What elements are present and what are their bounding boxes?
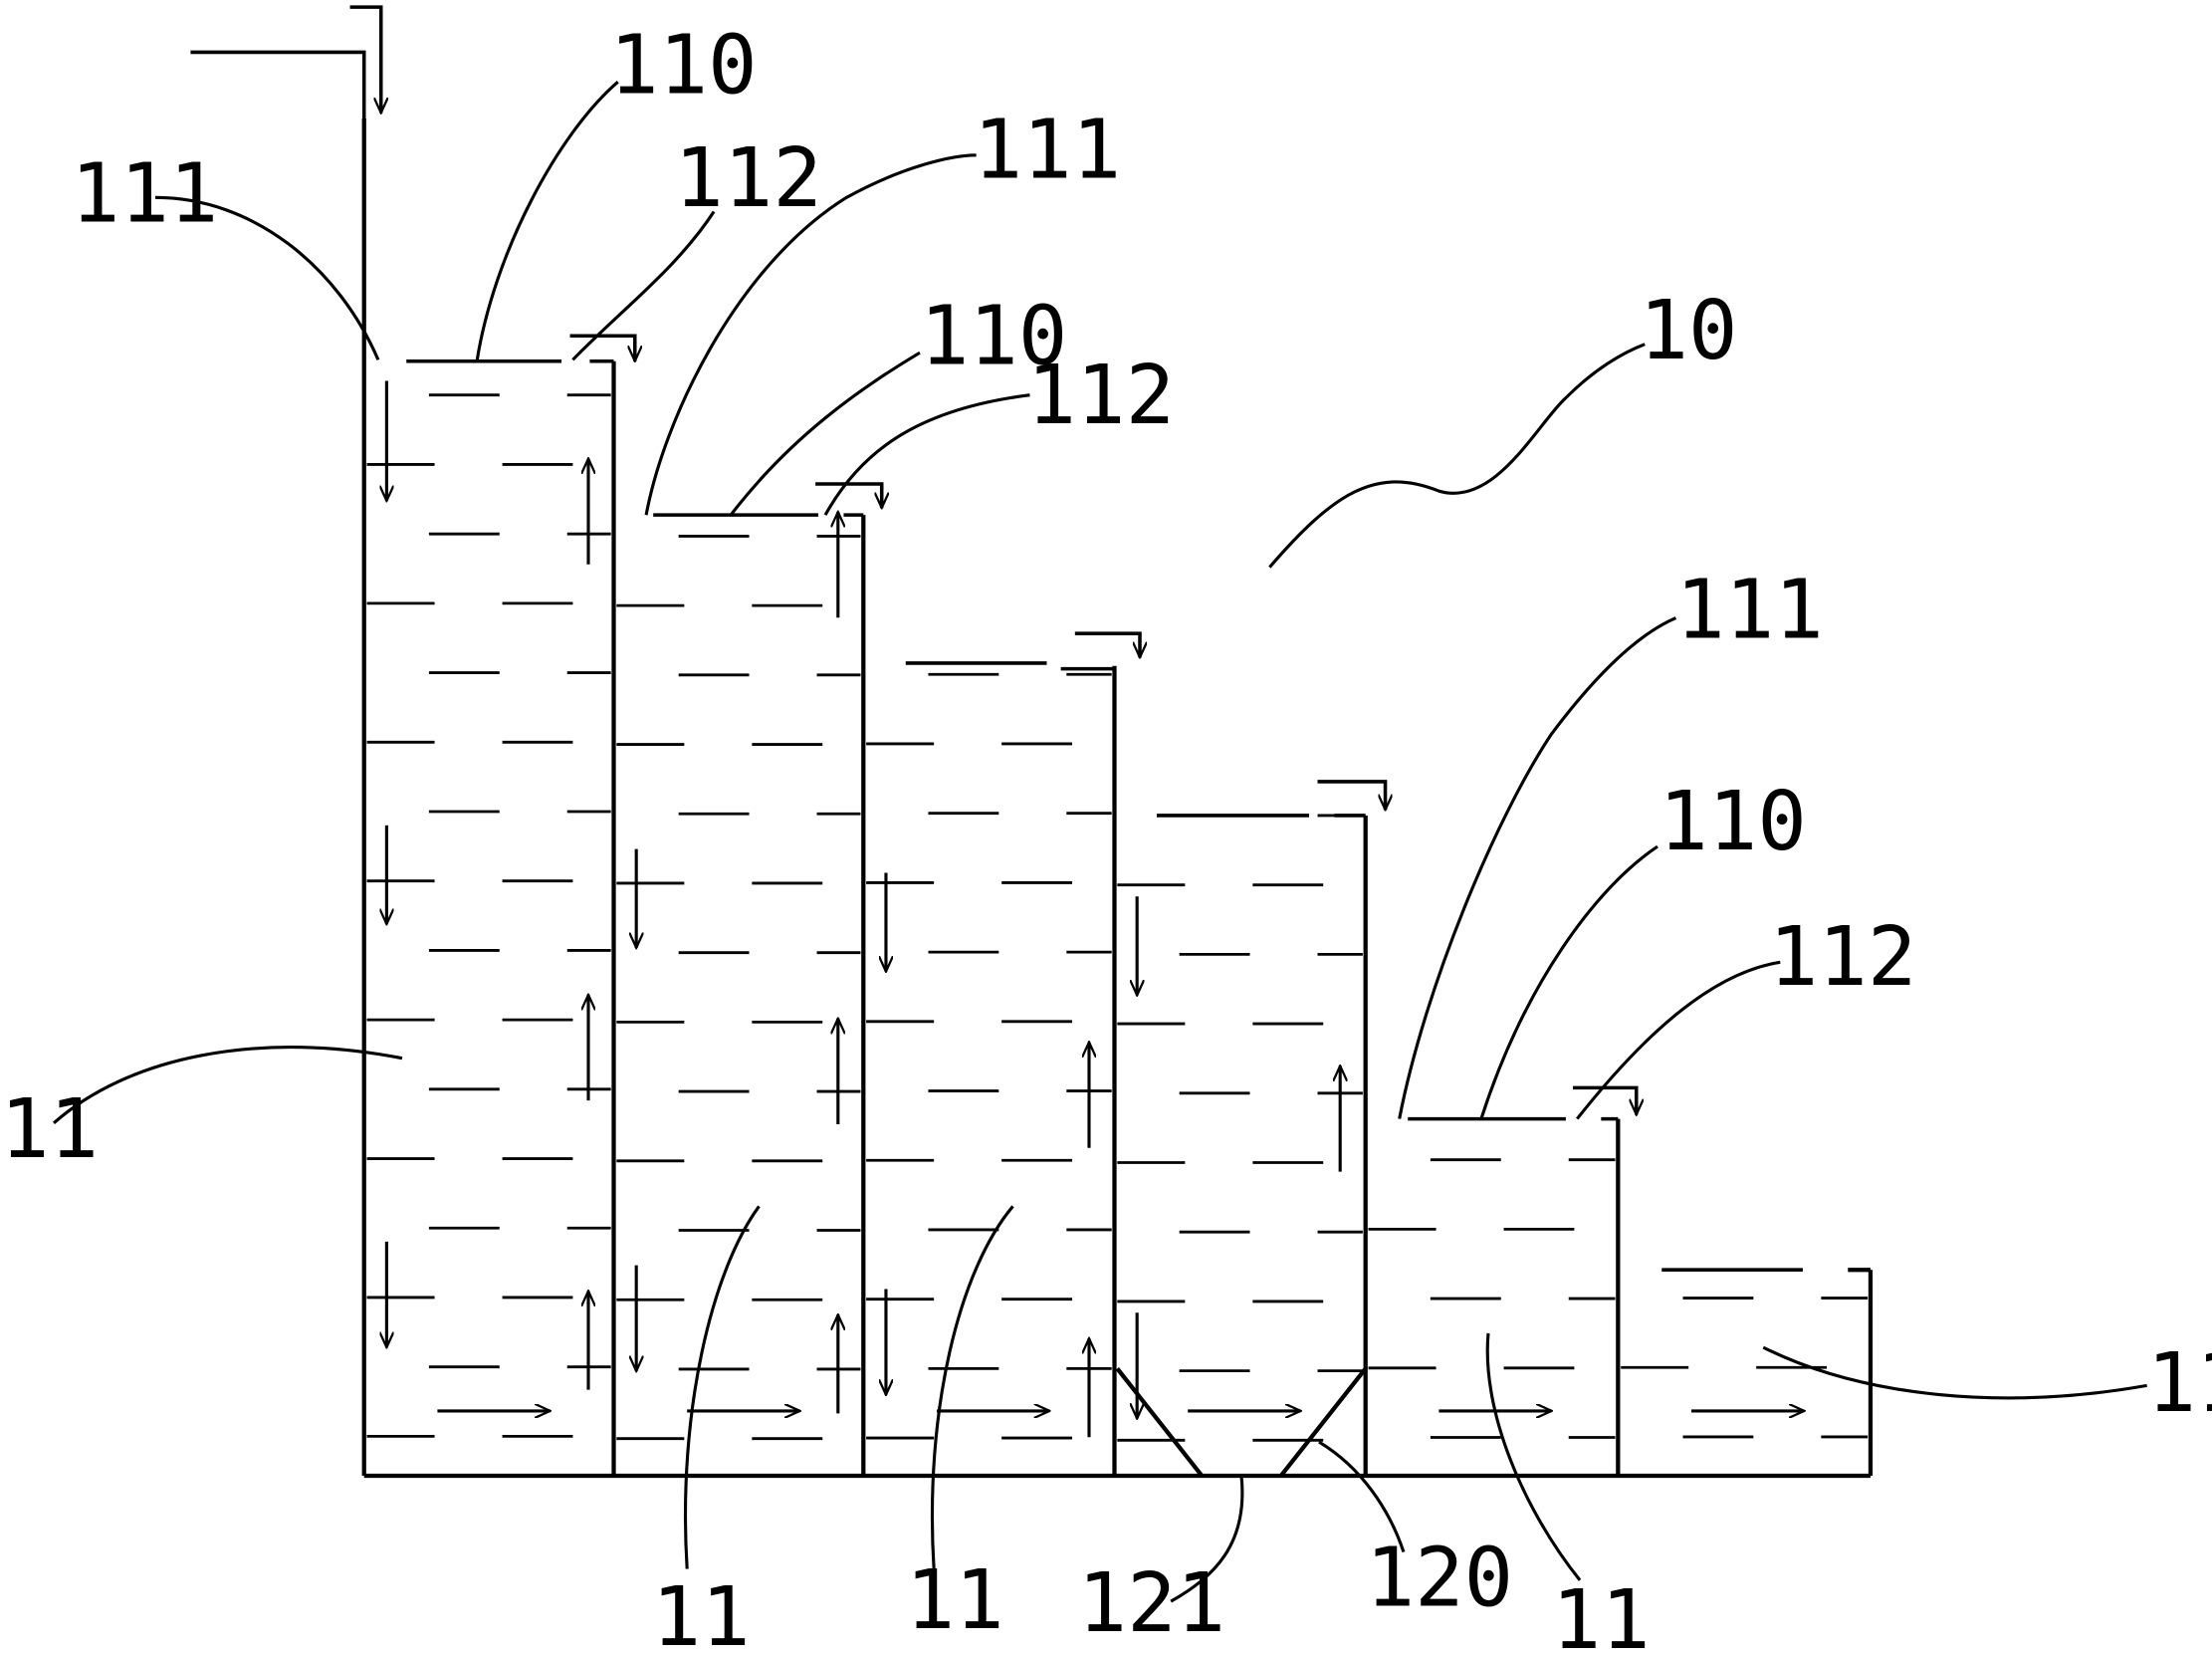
leader-11-c2 [683, 1205, 761, 1569]
water-level-dashes [366, 393, 1869, 1442]
leader-112-a [571, 210, 716, 361]
sloped-bottom-right [1279, 1367, 1368, 1478]
inlet-pipe [190, 50, 366, 119]
label-110-a: 110 [609, 19, 757, 114]
leader-111-a [155, 195, 380, 360]
label-10: 10 [1640, 284, 1738, 378]
label-11-right: 11 [2147, 1336, 2212, 1431]
leader-111-c [1398, 616, 1677, 1119]
weir-5-overflow-arrow [1572, 1085, 1637, 1114]
label-11-c5: 11 [1552, 1573, 1651, 1655]
leader-112-c [1576, 960, 1781, 1120]
leader-lines [52, 80, 2147, 1603]
label-11-left: 11 [0, 1082, 99, 1177]
label-111-a: 111 [71, 146, 218, 241]
leader-11-c3 [930, 1205, 1014, 1569]
weir-3-overflow-arrow [1074, 631, 1140, 657]
inlet-arrow [349, 5, 381, 113]
leader-111-b [644, 153, 977, 516]
label-121: 121 [1078, 1556, 1225, 1651]
label-120: 120 [1366, 1531, 1513, 1625]
label-11-c3: 11 [906, 1553, 1004, 1648]
label-112-a: 112 [674, 131, 821, 226]
weir-1-overflow-arrow [569, 334, 635, 361]
label-111-c: 111 [1675, 563, 1823, 657]
leader-11-left [52, 1046, 403, 1125]
weir-2-overflow-arrow [815, 482, 882, 508]
sloped-bottom-left [1115, 1367, 1205, 1478]
label-110-c: 110 [1659, 775, 1806, 869]
label-111-b: 111 [974, 104, 1121, 198]
flow-arrows [386, 380, 1804, 1438]
leader-110-a [475, 80, 619, 361]
leader-112-b [823, 393, 1030, 516]
reference-labels: 10 111 110 112 111 110 112 111 110 112 1… [0, 19, 2212, 1655]
label-112-c: 112 [1769, 910, 1916, 1005]
tank-body [361, 118, 1874, 1479]
label-112-b: 112 [1027, 349, 1175, 443]
label-110-b: 110 [920, 290, 1067, 384]
label-11-c2: 11 [652, 1570, 751, 1655]
leader-110-c [1479, 844, 1659, 1120]
weir-4-overflow-arrow [1317, 780, 1386, 810]
inlet-and-weirs [190, 5, 1803, 1272]
leader-110-b [729, 351, 921, 517]
leader-121 [1170, 1475, 1244, 1603]
leader-120 [1318, 1440, 1406, 1553]
leader-11-c5 [1485, 1332, 1582, 1581]
leader-10 [1268, 343, 1646, 569]
leader-11-right [1762, 1345, 2147, 1400]
